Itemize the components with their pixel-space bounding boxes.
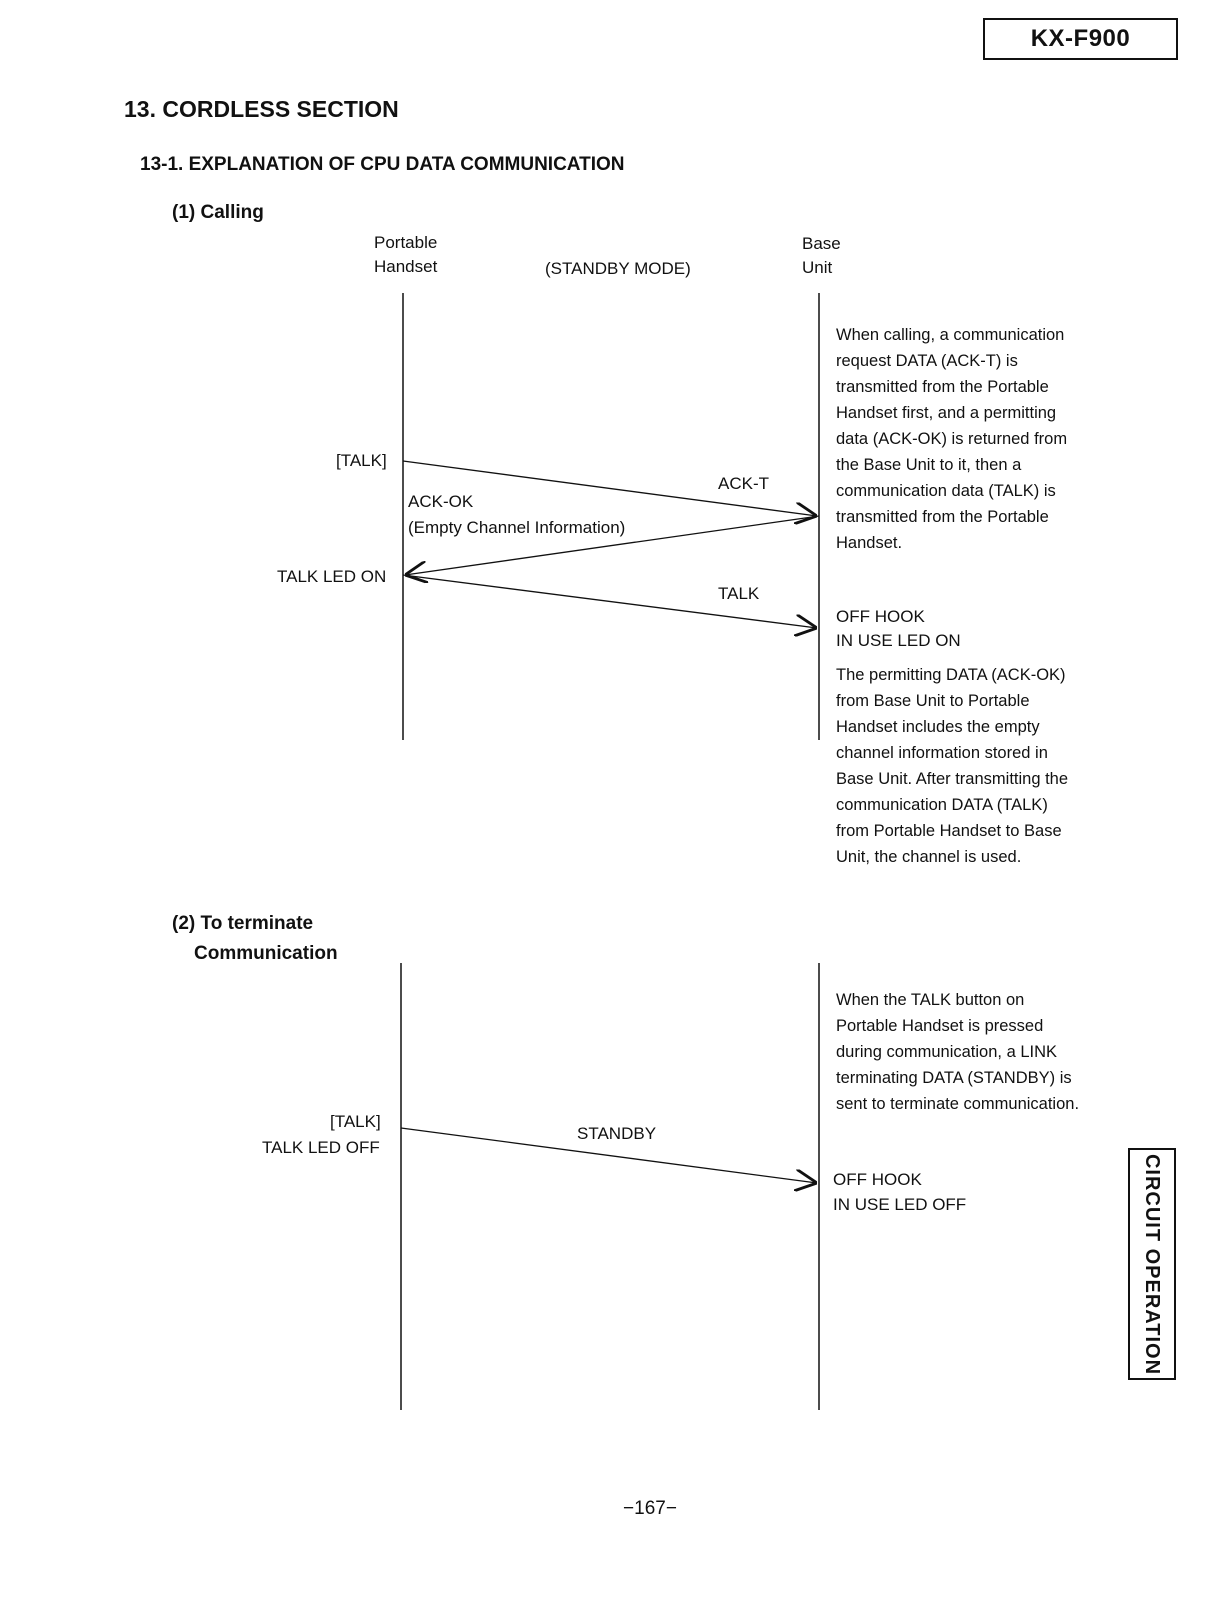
terminate-description: When the TALK button on Portable Handset… [836,987,1079,1117]
base-label-line2: Unit [802,258,833,277]
in-use-led-off-label: IN USE LED OFF [833,1195,967,1214]
side-tab-label: CIRCUIT OPERATION [1141,1153,1164,1375]
base-label-line1: Base [802,234,841,253]
calling-heading: (1) Calling [172,202,264,223]
calling-note: The permitting DATA (ACK-OK) from Base U… [836,662,1068,870]
description-line: When calling, a communication [836,326,1065,344]
note-line: Base Unit. After transmitting the [836,770,1069,788]
note-line: The permitting DATA (ACK-OK) [836,666,1066,684]
note-line: from Portable Handset to Base [836,822,1062,840]
model-number: KX-F900 [1030,25,1131,52]
note-line: from Base Unit to Portable [836,692,1030,710]
handset-label-line2: Handset [374,257,438,276]
note-line: communication DATA (TALK) [836,796,1048,814]
description-line: sent to terminate communication. [836,1095,1080,1113]
talk-label: TALK [718,584,760,603]
calling-description: When calling, a communication request DA… [836,322,1067,556]
description-line: When the TALK button on [836,991,1025,1009]
in-use-led-on-label: IN USE LED ON [836,631,961,650]
description-line: communication data (TALK) is [836,482,1056,500]
terminate-talk-key-label: [TALK] [330,1112,381,1131]
terminate-heading-line2: Communication [194,943,338,964]
off-hook-label: OFF HOOK [836,607,925,626]
description-line: transmitted from the Portable [836,508,1049,526]
description-line: the Base Unit to it, then a [836,456,1022,474]
note-line: Unit, the channel is used. [836,848,1022,866]
model-number-box: KX-F900 [983,18,1178,60]
description-line: during communication, a LINK [836,1043,1058,1061]
standby-mode-label: (STANDBY MODE) [545,259,691,278]
talk-led-off-label: TALK LED OFF [262,1138,380,1157]
handset-label-line1: Portable [374,233,438,252]
description-line: Portable Handset is pressed [836,1017,1044,1035]
terminate-off-hook-label: OFF HOOK [833,1170,922,1189]
ack-ok-arrow [405,515,820,575]
terminate-heading-line1: (2) To terminate [172,913,314,934]
description-line: Handset. [836,534,903,552]
talk-arrow [402,574,817,628]
page-number: −167− [623,1498,677,1519]
empty-channel-label: (Empty Channel Information) [408,518,626,537]
description-line: Handset first, and a permitting [836,404,1057,422]
subsection-title: 13-1. EXPLANATION OF CPU DATA COMMUNICAT… [140,154,625,175]
description-line: data (ACK-OK) is returned from [836,430,1068,448]
note-line: channel information stored in [836,744,1048,762]
section-title: 13. CORDLESS SECTION [124,96,399,122]
circuit-operation-tab: CIRCUIT OPERATION [1128,1148,1176,1380]
note-line: Handset includes the empty [836,718,1040,736]
ack-t-label: ACK-T [718,474,769,493]
talk-key-label: [TALK] [336,451,387,470]
standby-arrow [400,1127,817,1183]
talk-led-on-label: TALK LED ON [277,567,387,586]
description-line: request DATA (ACK-T) is [836,352,1018,370]
description-line: transmitted from the Portable [836,378,1049,396]
standby-label: STANDBY [577,1124,657,1143]
description-line: terminating DATA (STANDBY) is [836,1069,1072,1087]
ack-ok-label: ACK-OK [408,492,474,511]
ack-t-arrow [402,460,817,516]
